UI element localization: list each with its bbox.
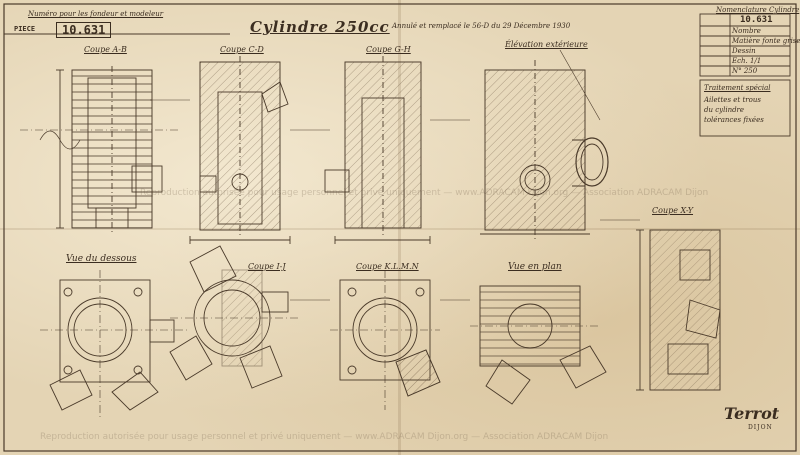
piece-number: 10.631 — [56, 22, 112, 38]
title-block-heading: Nomenclature Cylindre — [716, 6, 800, 14]
brand-logo: Terrot — [724, 404, 780, 423]
annul-note: Annulé et remplacé le 56-D du 29 Décembr… — [392, 22, 571, 30]
label-elevation: Élévation extérieure — [505, 40, 588, 49]
fold-line-horizontal — [0, 228, 800, 230]
view-vue-dessous — [40, 270, 190, 420]
view-coupe-gh — [324, 56, 431, 244]
title-block-frame — [699, 13, 791, 137]
title-block-row-3: Dessin — [732, 47, 756, 55]
title-block-note-2: du cylindre — [704, 106, 745, 114]
view-vue-plan — [470, 285, 607, 405]
title-block-row-2: Matière fonte grise — [732, 37, 800, 45]
label-coupe-ab: Coupe A-B — [84, 45, 127, 54]
view-coupe-cd — [189, 56, 291, 244]
label-coupe-ij: Coupe I-J — [248, 262, 286, 271]
title-block-note-3: tolérances fixées — [704, 116, 764, 124]
title-block-notes-heading: Traitement spécial — [704, 84, 771, 92]
drawing-title: Cylindre 250cc — [250, 18, 390, 36]
title-block-note-1: Ailettes et trous — [704, 96, 761, 104]
brand-city: DIJON — [748, 424, 773, 431]
label-vue-plan: Vue en plan — [508, 262, 562, 272]
title-block-row-4: Ech. 1/1 — [732, 57, 762, 65]
view-coupe-kl — [330, 270, 441, 410]
title-block-row-5: N° 250 — [732, 67, 758, 75]
title-block-number: 10.631 — [740, 15, 773, 25]
piece-label: PIECE — [14, 25, 36, 33]
label-vue-dessous: Vue du dessous — [66, 254, 137, 264]
label-coupe-kl: Coupe K.L.M.N — [356, 262, 419, 271]
label-coupe-gh: Coupe G-H — [366, 45, 411, 54]
title-block-row-1: Nombre — [732, 27, 761, 35]
view-elevation — [480, 49, 609, 240]
view-coupe-ij — [169, 245, 300, 389]
watermark-1: Reproduction autorisée pour usage person… — [140, 188, 709, 198]
label-coupe-xy: Coupe X-Y — [652, 206, 694, 215]
header-note: Numéro pour les fondeur et modeleur — [28, 10, 164, 18]
view-coupe-xy — [636, 229, 721, 391]
watermark-2: Reproduction autorisée pour usage person… — [40, 432, 609, 442]
label-coupe-cd: Coupe C-D — [220, 45, 264, 54]
view-coupe-ab — [20, 66, 180, 234]
